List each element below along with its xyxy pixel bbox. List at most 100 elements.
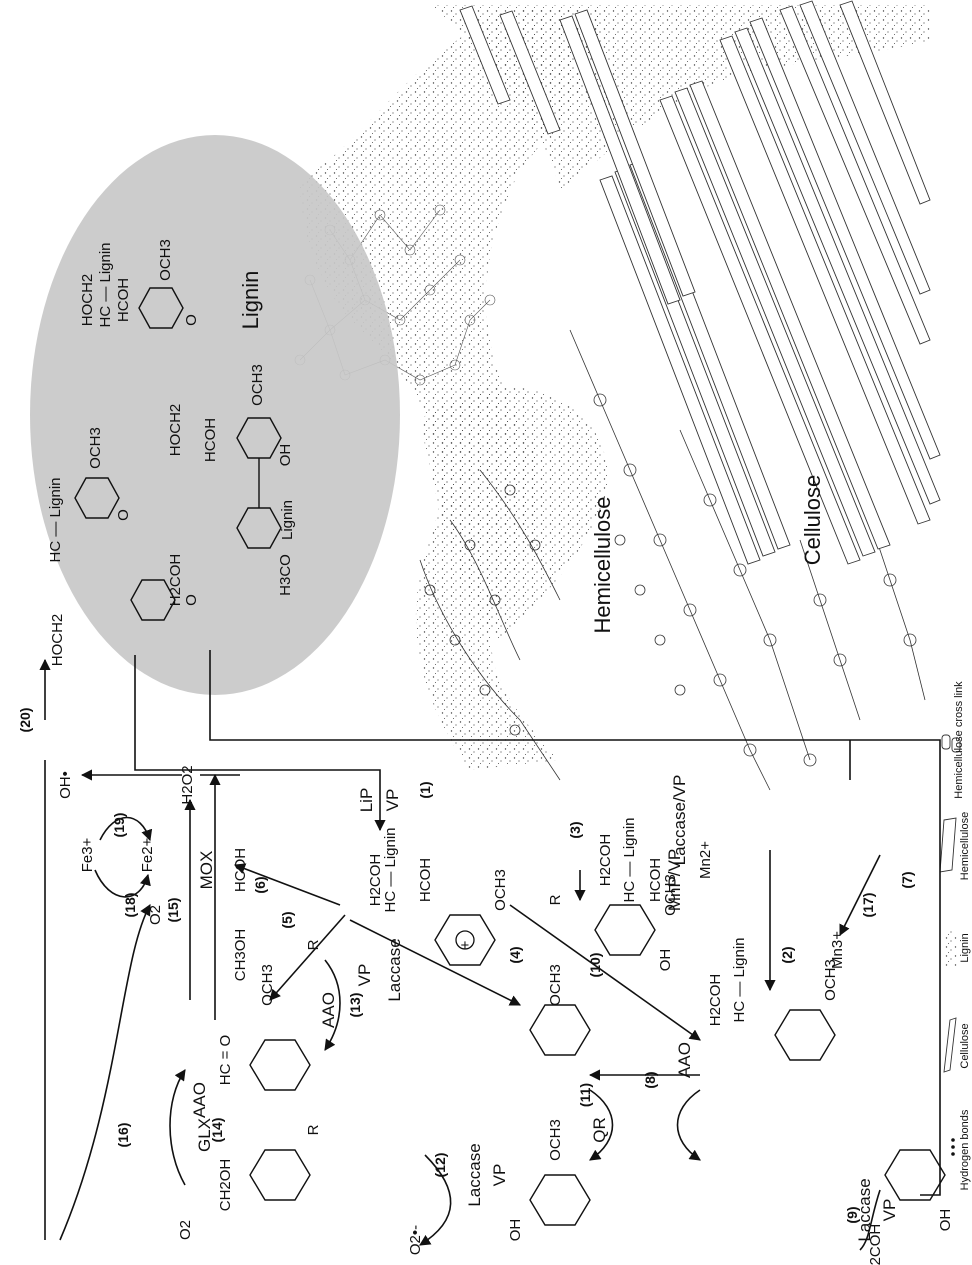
mn2-label: Mn2+ bbox=[697, 841, 714, 879]
superoxide-label: O2•- bbox=[407, 1225, 424, 1255]
step-8: (8) bbox=[642, 1071, 658, 1088]
legend-item-hemicellulose-cross-link: Hemicellulose cross link bbox=[942, 681, 965, 799]
step-11: (11) bbox=[577, 1083, 593, 1107]
h2o2-label: H2O2 bbox=[179, 765, 196, 804]
r-label-cation: R bbox=[547, 894, 564, 905]
legend-item-cellulose: Cellulose bbox=[944, 1018, 971, 1072]
hemicellulose-label: Hemicellulose bbox=[590, 497, 615, 634]
legend-label: Hemicellulose cross link bbox=[953, 681, 965, 799]
svg-text:HC = O: HC = O bbox=[217, 1035, 234, 1085]
laccase-label-4: Laccase bbox=[385, 938, 404, 1001]
svg-text:HC — Lignin: HC — Lignin bbox=[621, 817, 638, 902]
svg-text:HC — Lignin: HC — Lignin bbox=[731, 937, 748, 1022]
svg-text:OCH3: OCH3 bbox=[249, 364, 266, 406]
svg-text:OCH3: OCH3 bbox=[547, 964, 564, 1006]
svg-text:Lignin: Lignin bbox=[279, 500, 296, 540]
vp-label-4: VP bbox=[355, 964, 374, 987]
step-4: (4) bbox=[507, 946, 523, 963]
svg-text:OH: OH bbox=[657, 949, 674, 972]
legend: Hydrogen bonds Cellulose Lignin Hemicell… bbox=[940, 681, 971, 1191]
step-18: (18) bbox=[122, 893, 138, 918]
step-1: (1) bbox=[417, 781, 433, 798]
svg-text:H3CO: H3CO bbox=[277, 554, 294, 596]
species-labels: Mn3+ Mn2+ CH3OH HCOH O2 O2•- R bbox=[177, 841, 846, 1255]
cellulose-fibre-icon bbox=[944, 1018, 956, 1072]
step-16: (16) bbox=[115, 1123, 131, 1148]
lip-label: LiP bbox=[357, 788, 376, 813]
legend-label: Cellulose bbox=[959, 1023, 971, 1068]
scheme-molecules: + H2COH HC — Lignin HCOH OCH3 H2COH HC —… bbox=[217, 817, 954, 1265]
svg-text:+: + bbox=[457, 940, 474, 949]
legend-item-lignin: Lignin bbox=[943, 930, 971, 966]
aao-label-14: AAO bbox=[190, 1082, 209, 1118]
svg-text:OH: OH bbox=[937, 1209, 954, 1232]
methanol-label: CH3OH bbox=[232, 929, 249, 982]
svg-text:OCH3: OCH3 bbox=[822, 959, 839, 1001]
svg-text:OCH3: OCH3 bbox=[662, 874, 679, 916]
reaction-scheme: OH• H2O2 Fe3+ Fe2+ O2 (20) (19) (18) (15… bbox=[17, 708, 954, 1265]
legend-label: Hydrogen bonds bbox=[959, 1109, 971, 1190]
svg-text:H2COH: H2COH bbox=[597, 834, 614, 887]
hemicellulose-fibre-icon bbox=[940, 818, 956, 872]
lignin-title: Lignin bbox=[238, 271, 263, 330]
svg-text:HOCH2: HOCH2 bbox=[79, 274, 96, 327]
qr-label: QR bbox=[590, 1117, 609, 1143]
dots-icon bbox=[951, 1138, 955, 1142]
step-5: (5) bbox=[279, 911, 295, 928]
svg-text:O: O bbox=[183, 594, 200, 606]
aao-label-13: AAO bbox=[319, 992, 338, 1028]
vp-label-9: VP bbox=[880, 1199, 899, 1222]
step-19: (19) bbox=[111, 813, 127, 838]
oh-radical-label: OH• bbox=[57, 771, 74, 799]
svg-text:OCH3: OCH3 bbox=[259, 964, 276, 1006]
svg-text:R: R bbox=[305, 1124, 322, 1135]
fe3-label: Fe3+ bbox=[79, 837, 96, 872]
laccase-label-12: Laccase bbox=[465, 1143, 484, 1206]
step-6: (6) bbox=[252, 876, 268, 893]
step-15: (15) bbox=[165, 898, 181, 923]
svg-text:O: O bbox=[183, 314, 200, 326]
svg-text:H2COH: H2COH bbox=[167, 554, 184, 607]
svg-text:O: O bbox=[115, 509, 132, 521]
svg-text:HC — Lignin: HC — Lignin bbox=[382, 827, 399, 912]
svg-text:HC — Lignin: HC — Lignin bbox=[47, 477, 64, 562]
o2-label-bottom: O2 bbox=[177, 1220, 194, 1240]
o2-label: O2 bbox=[147, 905, 164, 925]
svg-text:OCH3: OCH3 bbox=[87, 427, 104, 469]
step-20: (20) bbox=[17, 708, 33, 733]
svg-text:HOCH2: HOCH2 bbox=[49, 614, 66, 667]
svg-text:HCOH: HCOH bbox=[202, 418, 219, 462]
legend-item-hydrogen-bonds: Hydrogen bonds bbox=[951, 1109, 971, 1190]
step-3: (3) bbox=[567, 821, 583, 838]
svg-text:OCH3: OCH3 bbox=[157, 239, 174, 281]
step-2: (2) bbox=[779, 946, 795, 963]
svg-text:HC — Lignin: HC — Lignin bbox=[97, 242, 114, 327]
svg-text:CH2OH: CH2OH bbox=[217, 1159, 234, 1212]
fe2-label: Fe2+ bbox=[139, 837, 156, 872]
enzyme-labels: LiP VP Laccase/VP MnP/VP MOX GLX AAO AAO… bbox=[190, 775, 899, 1242]
svg-text:H2COH: H2COH bbox=[707, 974, 724, 1027]
lignin-cloud-icon bbox=[943, 930, 957, 966]
svg-text:OH: OH bbox=[507, 1219, 524, 1242]
vp-label-12: VP bbox=[490, 1164, 509, 1187]
mox-label: MOX bbox=[197, 851, 216, 890]
svg-text:HOCH2: HOCH2 bbox=[167, 404, 184, 457]
svg-text:HCOH: HCOH bbox=[417, 858, 434, 902]
step-13: (13) bbox=[347, 993, 363, 1018]
cation-radical-ring bbox=[435, 915, 495, 965]
legend-label: Hemicellulose bbox=[959, 812, 971, 880]
legend-label: Lignin bbox=[959, 933, 971, 962]
lignin-ellipse: Lignin HOCH2 HC — Lignin HCOH OCH3 O HOC… bbox=[30, 135, 400, 695]
step-17: (17) bbox=[860, 893, 876, 918]
cellulose-label: Cellulose bbox=[800, 475, 825, 566]
svg-text:HCOH: HCOH bbox=[115, 278, 132, 322]
glx-label: GLX bbox=[195, 1118, 214, 1152]
svg-text:OH: OH bbox=[277, 444, 294, 467]
svg-text:OCH3: OCH3 bbox=[492, 869, 509, 911]
fenton-cycle: OH• H2O2 Fe3+ Fe2+ O2 bbox=[57, 765, 240, 1020]
legend-item-hemicellulose: Hemicellulose bbox=[940, 812, 971, 880]
vp-label-1: VP bbox=[383, 789, 402, 812]
step-7: (7) bbox=[899, 871, 915, 888]
svg-text:OCH3: OCH3 bbox=[547, 1119, 564, 1161]
